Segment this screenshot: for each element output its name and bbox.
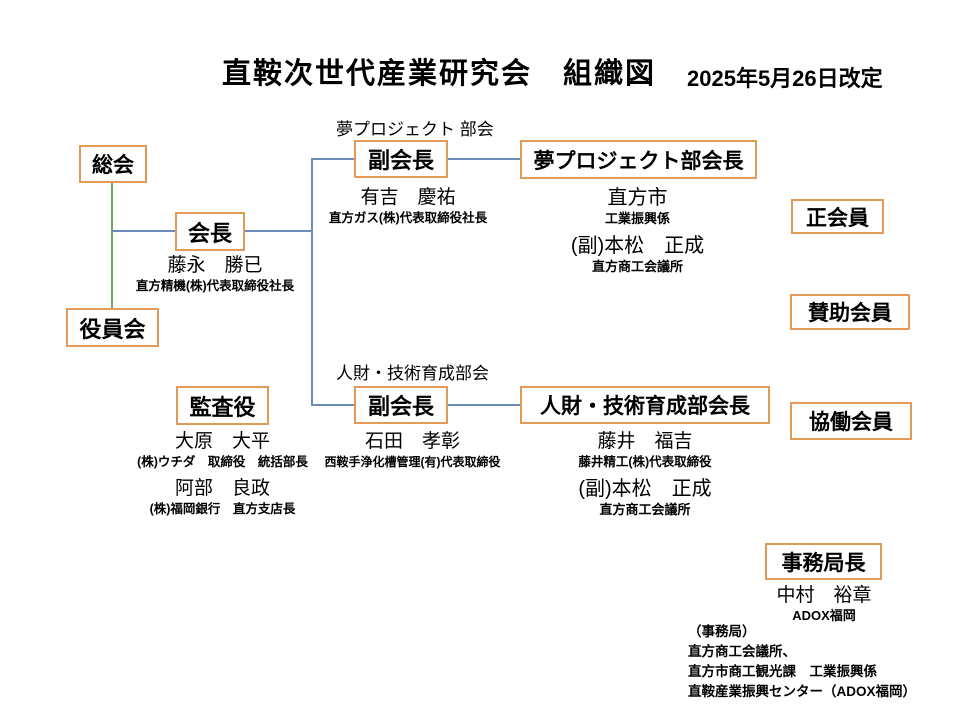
spacer — [545, 227, 730, 234]
section-label-yume: 夢プロジェクト 部会 — [336, 120, 494, 139]
person-name: 藤永 勝已 — [167, 255, 263, 276]
box-membership-support: 賛助会員 — [790, 294, 910, 330]
box-chairman: 会長 — [175, 212, 245, 251]
note-line: 直鞍産業振興センター（ADOX福岡） — [688, 684, 917, 699]
box-membership-regular: 正会員 — [791, 199, 884, 234]
secretariat-head-person-block: 中村 裕章 ADOX福岡 — [740, 584, 908, 624]
deputy-affiliation: 直方商工会議所 — [591, 259, 683, 274]
connector-kaichou-right — [245, 230, 313, 232]
person-name: 阿部 良政 — [174, 478, 270, 499]
spacer — [130, 470, 315, 477]
secretariat-note: （事務局） 直方商工会議所、 直方市商工観光課 工業振興係 直鞍産業振興センター… — [688, 622, 916, 702]
box-membership-cooperative: 協働会員 — [790, 402, 912, 440]
yume-head-org-block: 直方市 工業振興係 (副)本松 正成 直方商工会議所 — [545, 186, 730, 275]
person-name: 藤井 福吉 — [597, 431, 693, 452]
org-name: 直方市 — [607, 187, 668, 209]
person-name: 中村 裕章 — [776, 585, 872, 606]
section-label-jinzai: 人財・技術育成部会 — [336, 364, 489, 383]
connector-vicechair-jinzaihead — [448, 404, 520, 406]
person-name: 石田 孝彰 — [364, 431, 460, 452]
revision-date: 2025年5月26日改定 — [687, 66, 883, 91]
box-secretariat-head: 事務局長 — [765, 543, 882, 580]
person-affiliation: (株)福岡銀行 直方支店長 — [149, 502, 296, 516]
chairman-person-block: 藤永 勝已 直方精機(株)代表取締役社長 — [120, 254, 310, 294]
person-affiliation: ADOX福岡 — [792, 608, 856, 623]
deputy-affiliation: 直方商工会議所 — [599, 502, 691, 517]
box-vice-chair-yume: 副会長 — [354, 140, 448, 178]
page-title: 直鞍次世代産業研究会 組織図 — [222, 58, 657, 90]
note-line: 直方市商工観光課 工業振興係 — [688, 664, 877, 679]
yume-vicechair-person-block: 有吉 慶祐 直方ガス(株)代表取締役社長 — [318, 186, 498, 226]
connector-bottom-vicechair — [311, 404, 354, 406]
box-jinzai-head: 人財・技術育成部会長 — [520, 386, 770, 424]
connector-trunk-vertical — [311, 158, 313, 406]
box-auditor: 監査役 — [176, 386, 269, 425]
person-name: 大原 大平 — [174, 431, 270, 452]
person-affiliation: (株)ウチダ 取締役 統括部長 — [137, 455, 308, 469]
connector-to-kaichou-left — [112, 230, 175, 232]
note-line: 直方商工会議所、 — [688, 644, 796, 659]
person-affiliation: 藤井精工(株)代表取締役 — [578, 455, 712, 469]
jinzai-head-person-block: 藤井 福吉 藤井精工(株)代表取締役 (副)本松 正成 直方商工会議所 — [545, 430, 745, 518]
person-affiliation: 直方精機(株)代表取締役社長 — [135, 279, 295, 293]
person-affiliation: 西鞍手浄化槽管理(有)代表取締役 — [324, 455, 501, 469]
note-line: （事務局） — [688, 624, 756, 639]
deputy-name: (副)本松 正成 — [570, 235, 705, 257]
box-board: 役員会 — [66, 308, 159, 347]
deputy-name: (副)本松 正成 — [578, 478, 712, 500]
person-affiliation: 直方ガス(株)代表取締役社長 — [328, 211, 488, 225]
spacer — [545, 470, 745, 477]
box-vice-chair-jinzai: 副会長 — [354, 386, 448, 424]
person-name: 有吉 慶祐 — [360, 187, 456, 208]
connector-top-vicechair — [311, 158, 354, 160]
jinzai-vicechair-person-block: 石田 孝彰 西鞍手浄化槽管理(有)代表取締役 — [310, 430, 515, 470]
box-yume-head: 夢プロジェクト部会長 — [520, 140, 757, 179]
auditor-members-block: 大原 大平 (株)ウチダ 取締役 統括部長 阿部 良政 (株)福岡銀行 直方支店… — [130, 430, 315, 517]
box-general-meeting: 総会 — [79, 145, 147, 183]
connector-soukai-yakuinkai — [111, 183, 113, 308]
connector-vicechair-yumehead — [448, 158, 520, 160]
org-dept: 工業振興係 — [604, 211, 670, 226]
